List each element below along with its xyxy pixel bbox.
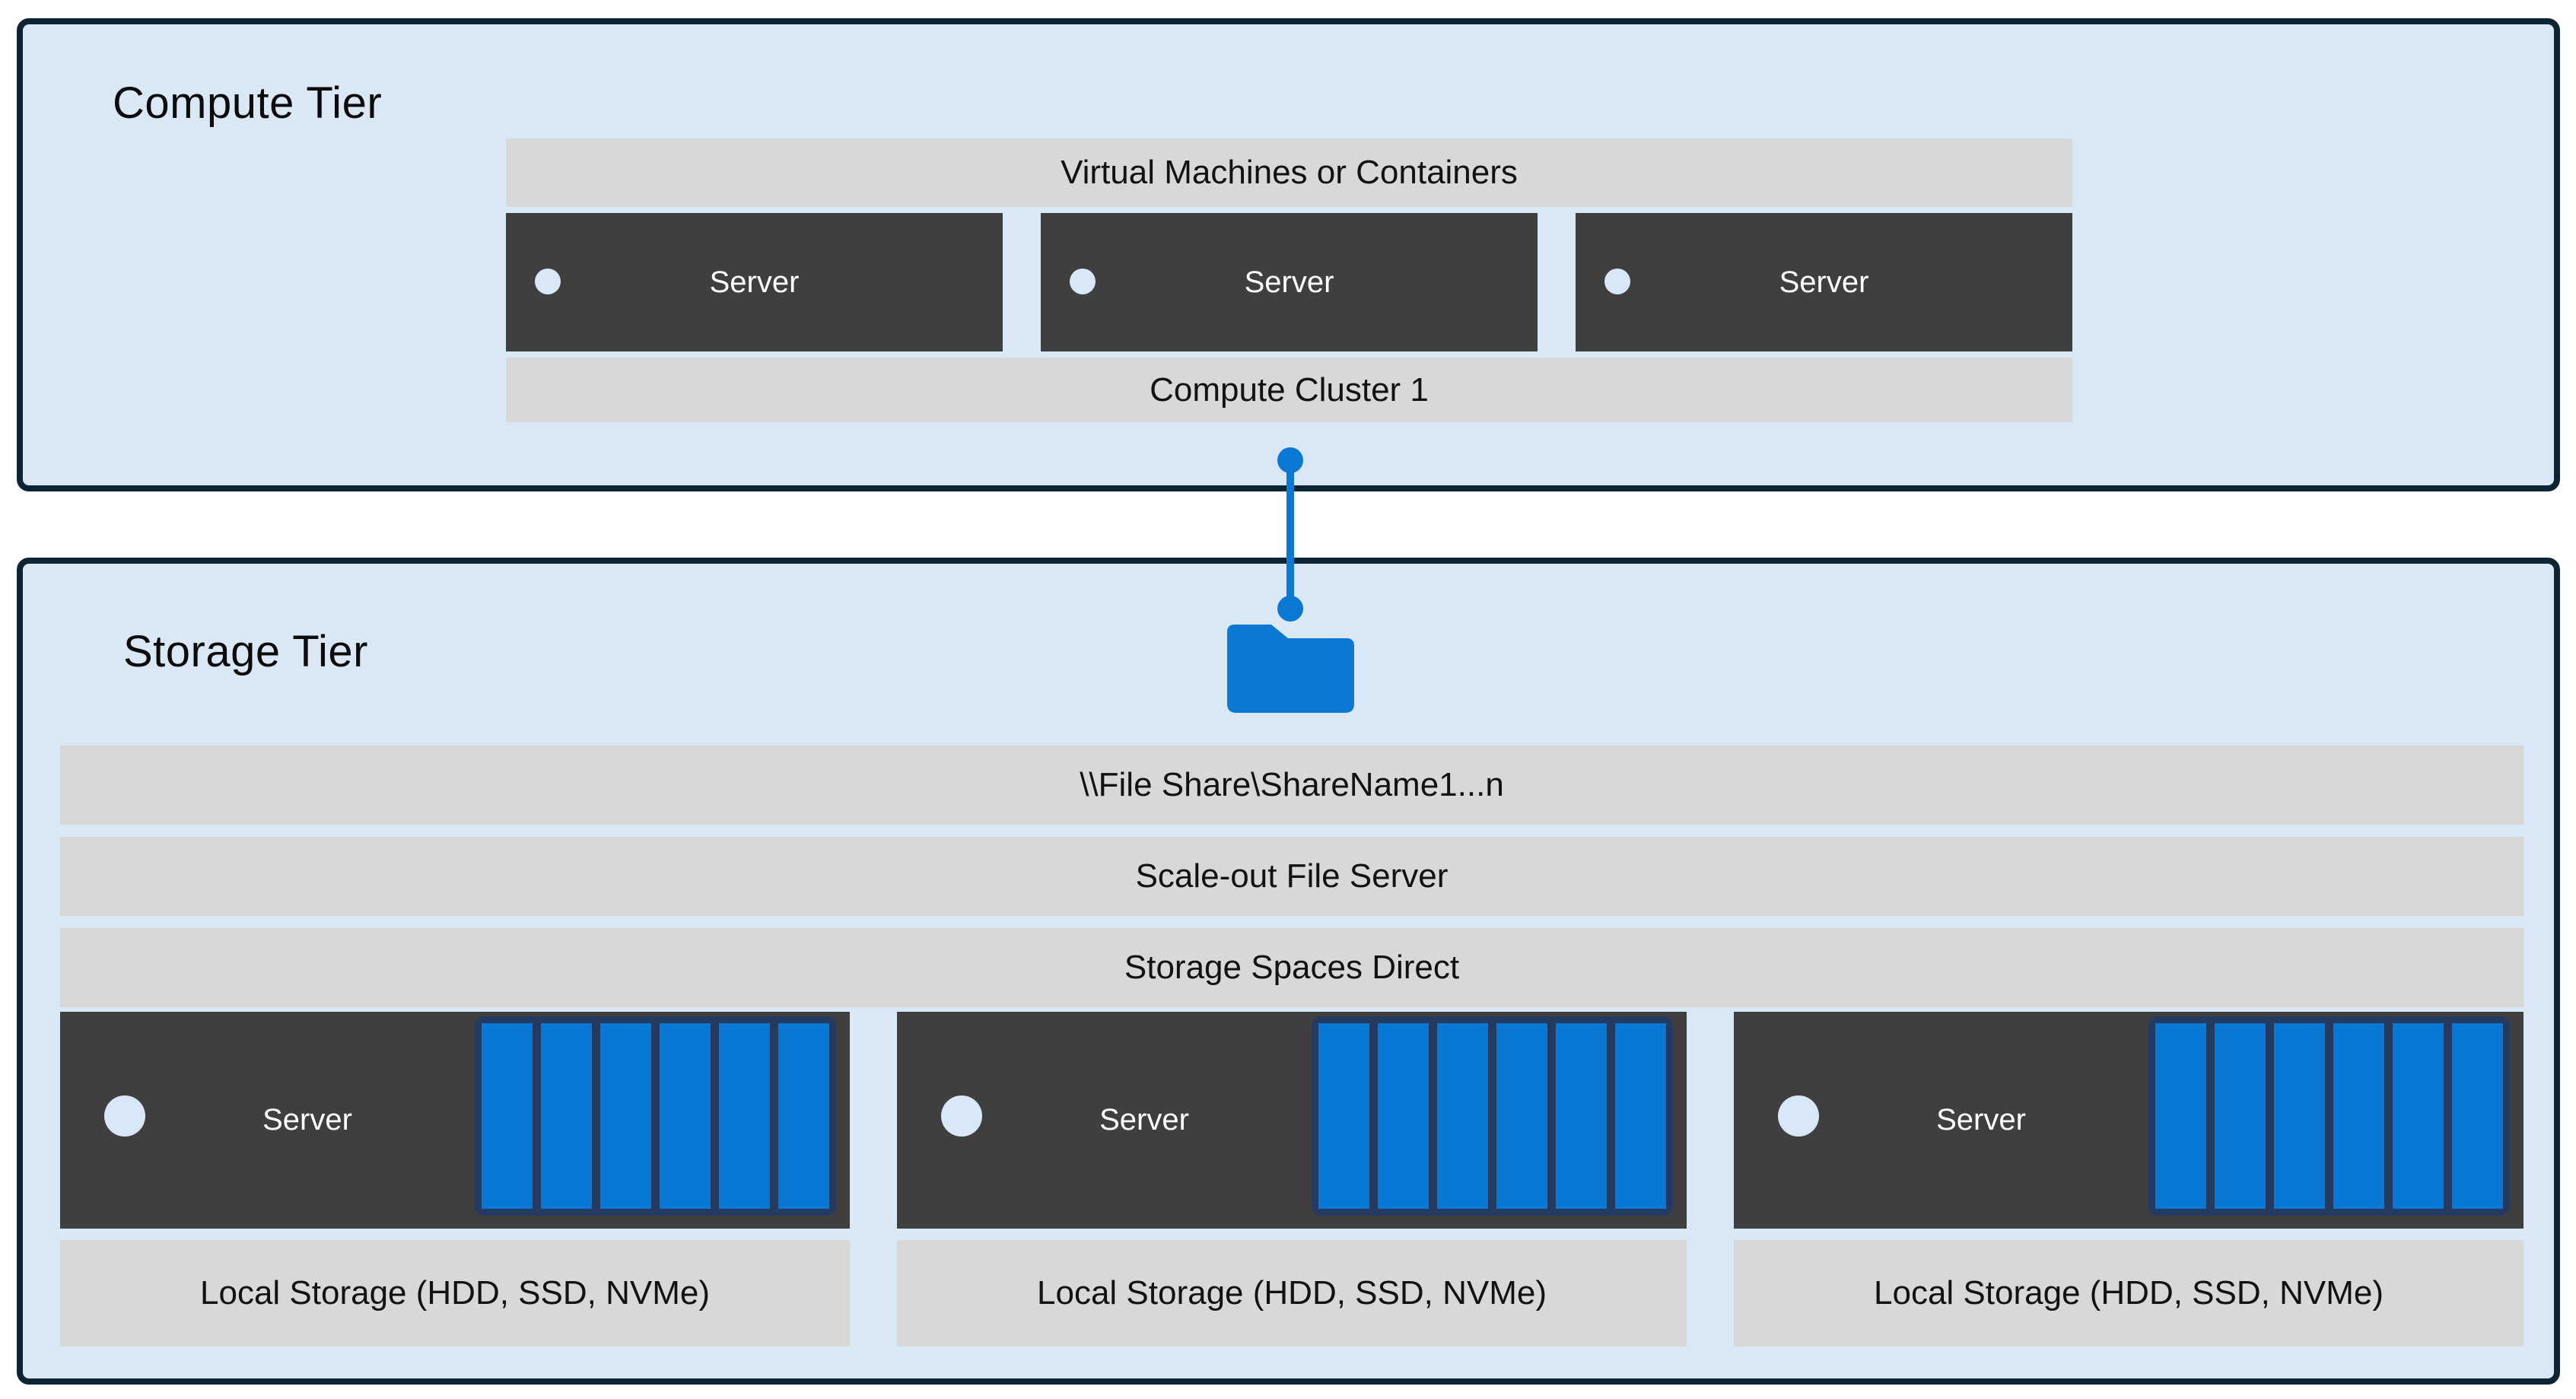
storage-tier-box: Storage Tier \\File Share\ShareName1...n… xyxy=(17,558,2560,1385)
connector-dot-bottom-icon xyxy=(1277,596,1303,622)
disk-icon xyxy=(482,1023,533,1209)
disk-icon xyxy=(719,1023,770,1209)
disk-icon xyxy=(1437,1023,1488,1209)
led-dot-icon xyxy=(941,1095,982,1137)
local-storage-bar-3: Local Storage (HDD, SSD, NVMe) xyxy=(1734,1240,2524,1347)
compute-server-3: Server xyxy=(1576,213,2072,351)
disk-icon xyxy=(2452,1023,2503,1209)
local-storage-bar-2: Local Storage (HDD, SSD, NVMe) xyxy=(897,1240,1687,1347)
disk-icon xyxy=(1556,1023,1607,1209)
led-dot-icon xyxy=(535,269,561,294)
disk-icon xyxy=(1496,1023,1547,1209)
disk-icon xyxy=(2215,1023,2266,1209)
storage-server-1: Server xyxy=(60,1012,850,1229)
disk-tray xyxy=(475,1016,836,1216)
storage-server-3: Server xyxy=(1734,1012,2524,1229)
disk-icon xyxy=(2333,1023,2384,1209)
compute-tier-title: Compute Tier xyxy=(113,78,383,128)
scale-out-file-server-bar: Scale-out File Server xyxy=(60,837,2524,916)
disk-icon xyxy=(2155,1023,2206,1209)
file-share-bar: \\File Share\ShareName1...n xyxy=(60,746,2524,825)
led-dot-icon xyxy=(1604,269,1630,294)
local-storage-bar-1: Local Storage (HDD, SSD, NVMe) xyxy=(60,1240,850,1347)
compute-server-label: Server xyxy=(709,265,800,299)
disk-icon xyxy=(541,1023,592,1209)
connector-line xyxy=(1286,460,1294,609)
led-dot-icon xyxy=(1778,1095,1819,1137)
storage-spaces-direct-bar: Storage Spaces Direct xyxy=(60,928,2524,1007)
folder-icon xyxy=(1227,625,1354,713)
compute-tier-box: Compute Tier Virtual Machines or Contain… xyxy=(17,18,2560,491)
storage-server-label: Server xyxy=(262,1103,352,1137)
compute-server-label: Server xyxy=(1244,265,1334,299)
disk-icon xyxy=(600,1023,651,1209)
compute-server-1: Server xyxy=(506,213,1003,351)
disk-icon xyxy=(1318,1023,1369,1209)
connector-dot-top-icon xyxy=(1277,447,1303,473)
led-dot-icon xyxy=(1070,269,1096,294)
disk-icon xyxy=(1378,1023,1429,1209)
compute-server-label: Server xyxy=(1779,265,1869,299)
disk-icon xyxy=(660,1023,711,1209)
storage-server-label: Server xyxy=(1099,1103,1189,1137)
storage-server-2: Server xyxy=(897,1012,1687,1229)
virtual-machines-bar: Virtual Machines or Containers xyxy=(506,138,2072,207)
led-dot-icon xyxy=(104,1095,145,1137)
compute-server-2: Server xyxy=(1041,213,1538,351)
compute-cluster-bar: Compute Cluster 1 xyxy=(506,358,2072,422)
disk-icon xyxy=(2393,1023,2444,1209)
storage-tier-title: Storage Tier xyxy=(123,627,368,676)
disk-tray xyxy=(2148,1016,2510,1216)
disk-tray xyxy=(1312,1016,1673,1216)
disk-icon xyxy=(2274,1023,2325,1209)
disk-icon xyxy=(778,1023,829,1209)
disk-icon xyxy=(1615,1023,1666,1209)
storage-server-label: Server xyxy=(1936,1103,2026,1137)
